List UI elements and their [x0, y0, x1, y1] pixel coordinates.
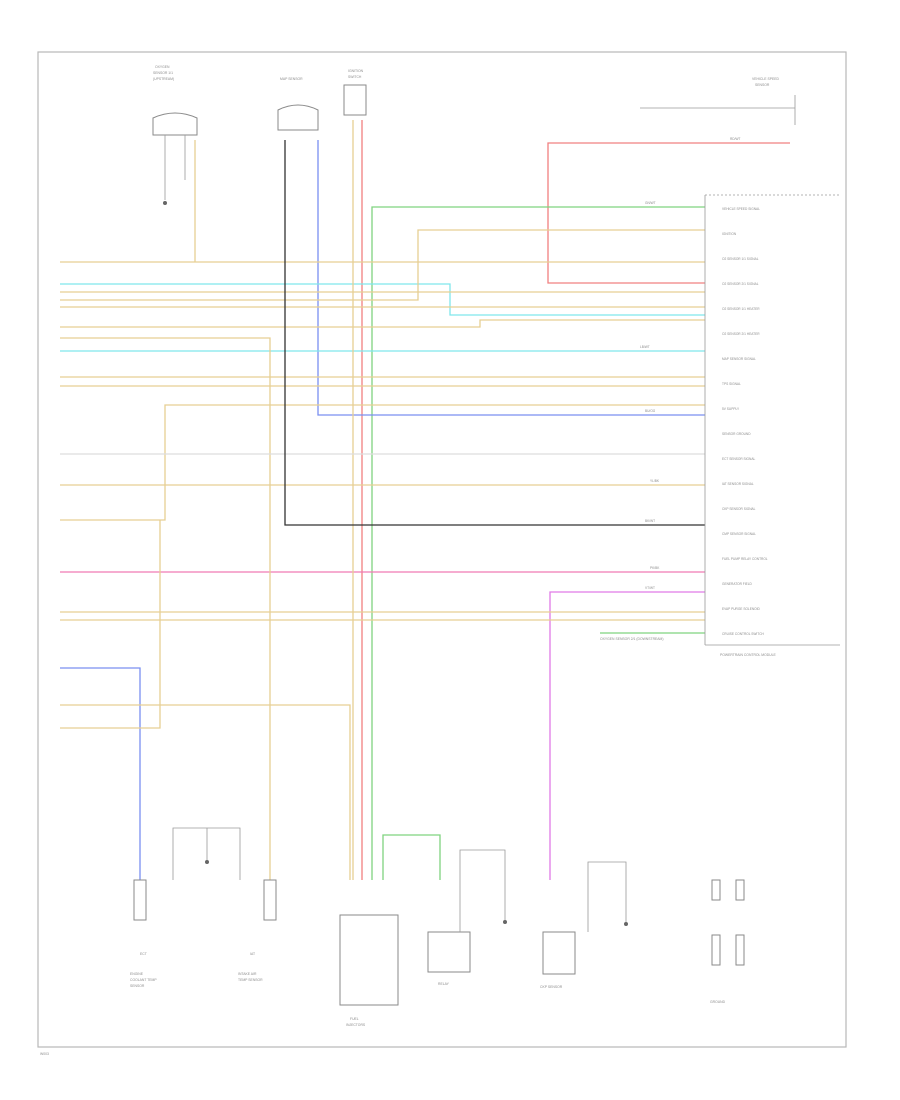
o2-downstream-caption: OXYGEN SENSOR 2/1 (DOWNSTREAM): [600, 637, 664, 641]
wire-label-green: GN/WT: [645, 201, 656, 205]
module-pin-list: VEHICLE SPEED SIGNAL IGNITION O2 SENSOR 1/…: [722, 207, 768, 636]
svg-text:ENGINE: ENGINE: [130, 972, 144, 976]
blue-wire-left: [60, 667, 141, 880]
module-pin-label: SENSOR GROUND: [722, 432, 751, 436]
module-name: POWERTRAIN CONTROL MODULE: [720, 653, 776, 657]
blue-wire: [317, 140, 705, 416]
module-pin-label: CKP SENSOR SIGNAL: [722, 507, 756, 511]
svg-text:INJECTORS: INJECTORS: [346, 1023, 366, 1027]
svg-text:IGNITION: IGNITION: [348, 69, 364, 73]
module-pin-label: O2 SENSOR 1/1 HEATER: [722, 307, 760, 311]
wires: [60, 120, 790, 880]
ckp-sensor: CKP SENSOR: [540, 861, 628, 989]
module-pin-label: FUEL PUMP RELAY CONTROL: [722, 557, 768, 561]
tan-wire-4: [60, 319, 705, 328]
module-pin-label: TPS SIGNAL: [722, 382, 741, 386]
module-pin-label: IGNITION: [722, 232, 737, 236]
svg-text:FUEL: FUEL: [350, 1017, 359, 1021]
red-wire: [547, 142, 790, 284]
figure-id: W003: [40, 1052, 49, 1056]
wire-label-yellow: YL/BK: [650, 479, 660, 483]
svg-text:TEMP SENSOR: TEMP SENSOR: [238, 978, 263, 982]
module-pin-label: GENERATOR FIELD: [722, 582, 753, 586]
tan-wire-5: [60, 337, 271, 880]
tan-wire-1: [60, 229, 705, 301]
svg-text:ECT: ECT: [140, 952, 147, 956]
module-pin-label: VEHICLE SPEED SIGNAL: [722, 207, 760, 211]
svg-text:(UPSTREAM): (UPSTREAM): [153, 77, 174, 81]
svg-text:SENSOR: SENSOR: [755, 83, 770, 87]
diagram-frame: [37, 51, 847, 1048]
module-pin-label: O2 SENSOR 2/1 SIGNAL: [722, 282, 759, 286]
ignition-switch: IGNITION SWITCH: [343, 69, 367, 116]
module-pin-label: MAP SENSOR SIGNAL: [722, 357, 756, 361]
o2-upstream-sensor: OXYGEN SENSOR 1/1 (UPSTREAM): [152, 65, 198, 205]
svg-text:RELAY: RELAY: [438, 982, 450, 986]
green-wire: [371, 206, 705, 880]
module-pin-label: O2 SENSOR 1/1 SIGNAL: [722, 257, 759, 261]
green-wire-relay: [382, 834, 441, 880]
wire-label-cyan: LB/WT: [640, 345, 650, 349]
wire-label-violet: VT/WT: [645, 586, 655, 590]
powertrain-control-module: POWERTRAIN CONTROL MODULE VEHICLE SPEED …: [704, 194, 840, 657]
vehicle-speed-sensor: VEHICLE SPEED SENSOR: [640, 77, 796, 125]
iat-sensor: IAT INTAKE AIR TEMP SENSOR: [238, 879, 277, 982]
svg-text:IAT: IAT: [250, 952, 255, 956]
svg-text:OXYGEN: OXYGEN: [155, 65, 170, 69]
ect-sensor: ECT ENGINE COOLANT TEMP SENSOR: [130, 879, 157, 988]
black-wire: [284, 140, 705, 526]
svg-text:VEHICLE SPEED: VEHICLE SPEED: [752, 77, 779, 81]
fuel-injectors: FUEL INJECTORS: [339, 914, 399, 1027]
wire-label-red: RD/WT: [730, 137, 740, 141]
svg-text:SENSOR: SENSOR: [130, 984, 145, 988]
wire-label-black: BK/WT: [645, 519, 655, 523]
ground-bracket: [172, 827, 241, 880]
violet-wire: [549, 591, 705, 880]
module-pin-label: O2 SENSOR 2/1 HEATER: [722, 332, 760, 336]
module-pin-label: EVAP PURGE SOLENOID: [722, 607, 760, 611]
svg-text:SWITCH: SWITCH: [348, 75, 362, 79]
wire-label-pink: PK/BK: [650, 566, 660, 570]
svg-text:SENSOR 1/1: SENSOR 1/1: [153, 71, 173, 75]
svg-text:COOLANT TEMP: COOLANT TEMP: [130, 978, 157, 982]
module-pin-label: IAT SENSOR SIGNAL: [722, 482, 754, 486]
map-sensor: MAP SENSOR: [277, 77, 319, 131]
wire-label-blue: BU/OG: [645, 409, 656, 413]
module-pin-label: 5V SUPPLY: [722, 407, 740, 411]
wire-labels: RD/WT GN/WT PK/BK VT/WT BU/OG LB/WT YL/B…: [640, 137, 740, 590]
svg-text:GROUND: GROUND: [710, 1000, 726, 1004]
svg-text:INTAKE AIR: INTAKE AIR: [238, 972, 257, 976]
svg-text:CKP SENSOR: CKP SENSOR: [540, 985, 563, 989]
module-pin-label: CRUISE CONTROL SWITCH: [722, 632, 765, 636]
tan-wire-13: [60, 520, 161, 729]
svg-text:MAP SENSOR: MAP SENSOR: [280, 77, 303, 81]
module-pin-label: CMP SENSOR SIGNAL: [722, 532, 756, 536]
module-pin-label: ECT SENSOR SIGNAL: [722, 457, 755, 461]
cyan-wire-1: [60, 283, 705, 316]
relay: RELAY: [427, 849, 507, 986]
tan-wire-12: [60, 704, 351, 880]
ground-connector: GROUND: [710, 879, 745, 1004]
tan-wire-8: [60, 404, 705, 521]
